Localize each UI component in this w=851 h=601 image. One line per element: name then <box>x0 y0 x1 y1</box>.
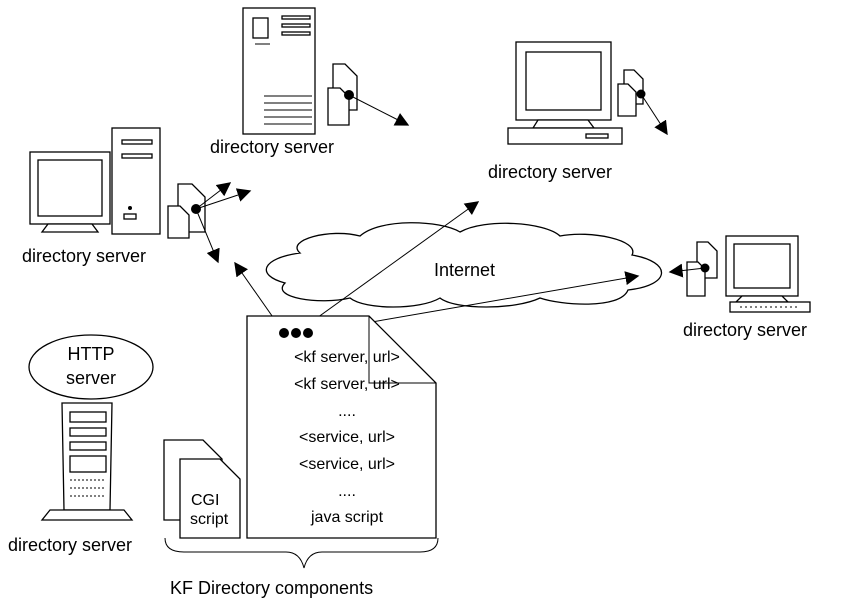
internet-cloud: Internet <box>265 222 663 308</box>
server-right-label: directory server <box>683 320 807 340</box>
desktop-monitor-right-top <box>507 41 623 145</box>
doc-line-2: .... <box>338 403 356 420</box>
arrow-left-2 <box>195 188 252 210</box>
http-server-tower <box>40 402 134 521</box>
cgi-script-docs: CGI script <box>163 439 241 539</box>
cgi-line2: script <box>190 511 229 528</box>
tower-server-top <box>242 7 316 135</box>
server-left-label: directory server <box>22 246 146 266</box>
arrow-right-top <box>640 93 668 136</box>
desktop-monitor-right <box>725 235 811 313</box>
server-bottom-left-label: directory server <box>8 535 132 555</box>
doc-line-6: java script <box>310 509 384 526</box>
doc-line-4: <service, url> <box>299 456 395 473</box>
kf-document: <kf server, url> <kf server, url> .... <… <box>246 315 437 539</box>
doc-icon-top <box>327 63 358 126</box>
doc-line-0: <kf server, url> <box>294 349 400 366</box>
doc-icon-right <box>686 241 718 297</box>
arrow-left-1 <box>195 182 232 210</box>
doc-icon-right-top <box>617 69 646 117</box>
arrow-right-cloud <box>668 263 706 278</box>
doc-line-1: <kf server, url> <box>294 376 400 393</box>
arrow-left-3 <box>195 208 220 264</box>
internet-label: Internet <box>434 260 495 280</box>
http-server-bubble: HTTP server <box>28 334 154 400</box>
cgi-line1: CGI <box>191 492 219 509</box>
arrow-top-1 <box>348 94 410 126</box>
desktop-computer-left <box>29 127 161 235</box>
caption-label: KF Directory components <box>170 578 373 598</box>
doc-dot-2 <box>291 328 301 338</box>
doc-dot-1 <box>279 328 289 338</box>
http-label-line2: server <box>66 368 116 388</box>
doc-dot-3 <box>303 328 313 338</box>
doc-line-3: <service, url> <box>299 429 395 446</box>
http-label-line1: HTTP <box>68 344 115 364</box>
doc-line-5: .... <box>338 483 356 500</box>
server-right-top-label: directory server <box>488 162 612 182</box>
doc-icon-left <box>167 183 206 239</box>
grouping-brace <box>164 537 439 569</box>
arrow-doc-to-right-top <box>295 201 480 334</box>
server-top-label: directory server <box>210 137 334 157</box>
